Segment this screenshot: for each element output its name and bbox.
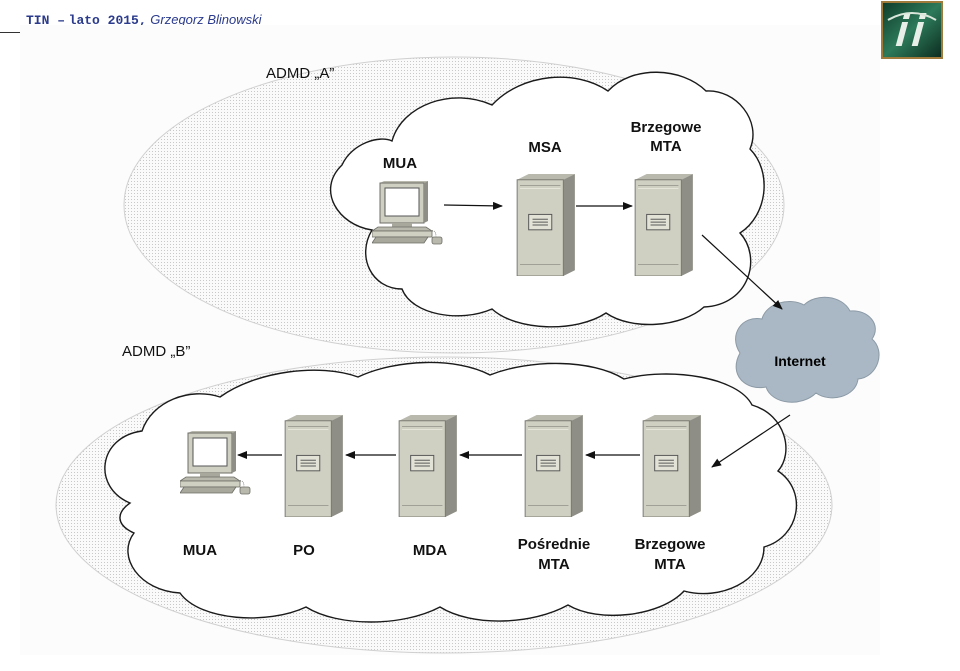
mda-label: MDA — [413, 542, 447, 559]
internet-label: Internet — [774, 353, 826, 369]
edge-mta-a-label-line2: MTA — [650, 138, 682, 155]
po-label: PO — [293, 542, 315, 559]
edge-mta-b-label-line1: Brzegowe — [635, 536, 706, 553]
header-course: TIN – — [26, 13, 66, 28]
internet-cloud: Internet — [735, 296, 880, 403]
header-term: lato 2015, — [68, 13, 147, 28]
po-server-icon — [284, 415, 344, 517]
arrow-mua-to-msa — [443, 201, 503, 210]
mda-server-icon — [398, 415, 458, 517]
relay-mta-server-icon — [524, 415, 584, 517]
header-text: TIN – lato 2015, Grzegorz Blinowski — [26, 12, 262, 28]
admd-a-title: ADMD „A” — [266, 65, 334, 82]
arrow-edge-mta-to-internet — [701, 234, 783, 310]
mail-flow-diagram: Internet ADMD „A” MUA MSA Brzegowe MTA A… — [55, 56, 880, 654]
arrow-internet-to-edge-mta-b — [711, 414, 791, 468]
edge-mta-b-label-line2: MTA — [654, 556, 686, 573]
edge-mta-a-label-line1: Brzegowe — [631, 119, 702, 136]
edge-mta-b-server-icon — [642, 415, 702, 517]
relay-mta-label-line1: Pośrednie — [518, 536, 591, 553]
header-divider — [0, 32, 20, 33]
diagram-canvas: Internet ADMD „A” MUA MSA Brzegowe MTA A… — [20, 25, 880, 655]
relay-mta-label-line2: MTA — [538, 556, 570, 573]
admd-b-title: ADMD „B” — [122, 343, 190, 360]
mua-a-label: MUA — [383, 155, 417, 172]
msa-label: MSA — [528, 139, 562, 156]
ii-logo-icon — [880, 0, 944, 60]
edge-mta-a-server-icon — [634, 174, 694, 276]
slide-header: TIN – lato 2015, Grzegorz Blinowski — [0, 0, 960, 40]
mua-b-label: MUA — [183, 542, 217, 559]
msa-server-icon — [516, 174, 576, 276]
header-author: Grzegorz Blinowski — [150, 12, 262, 27]
